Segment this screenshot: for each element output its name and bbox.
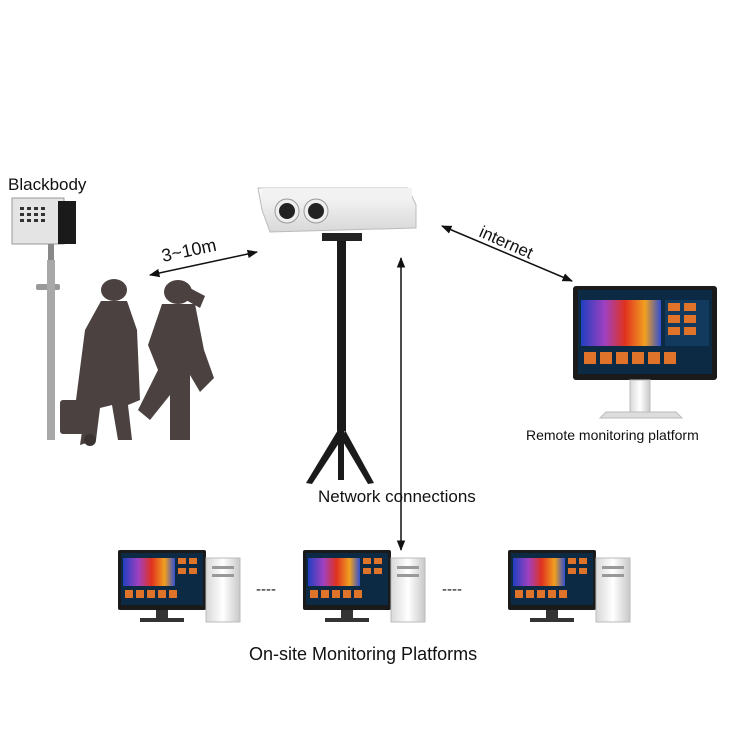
monitor-icon	[573, 286, 717, 419]
internet-label: internet	[476, 222, 536, 263]
internet-arrow	[441, 225, 573, 282]
walking-people-icon	[60, 279, 214, 446]
desktop-computer-icon	[303, 550, 426, 623]
separator-dashes: ----	[442, 581, 462, 598]
distance-arrow	[148, 249, 259, 278]
network-connections-label: Network connections	[318, 487, 476, 506]
onsite-platforms-label: On-site Monitoring Platforms	[249, 644, 477, 664]
desktop-computer-icon	[508, 550, 631, 623]
separator-dashes: ----	[256, 581, 276, 598]
blackbody-label: Blackbody	[8, 175, 87, 194]
distance-label: 3~10m	[160, 235, 218, 266]
remote-platform-label: Remote monitoring platform	[526, 427, 699, 443]
thermal-camera-icon	[257, 187, 417, 484]
desktop-computer-icon	[118, 550, 241, 623]
blackbody-icon	[11, 197, 76, 440]
